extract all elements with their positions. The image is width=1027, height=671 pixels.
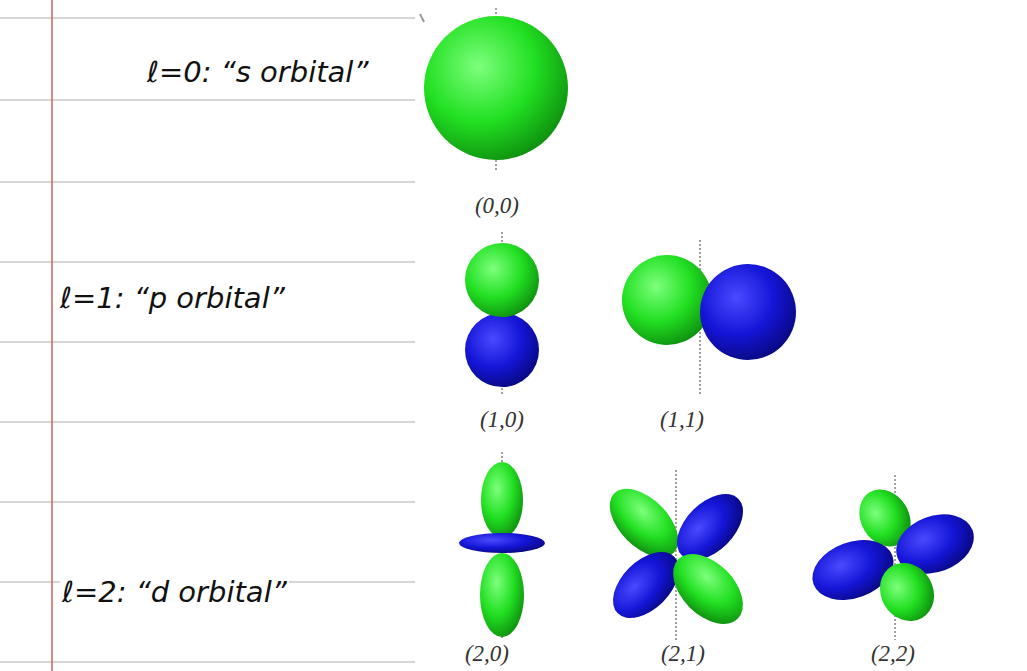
margin-line: [51, 0, 53, 671]
quantum-number-label: (0,0): [475, 192, 519, 220]
quantum-number-label: (2,1): [661, 640, 705, 668]
quantum-number-label: (2,0): [465, 640, 509, 668]
quantum-number-label: (1,0): [480, 406, 524, 434]
quantum-number-label: (2,2): [871, 640, 915, 668]
handwritten-label: ℓ=1: “p orbital”: [58, 281, 287, 316]
ruled-lines: [0, 18, 415, 662]
quantum-number-label: (1,1): [660, 406, 704, 434]
handwritten-label: ℓ=2: “d orbital”: [60, 575, 289, 610]
handwritten-label: ℓ=0: “s orbital”: [145, 55, 370, 90]
